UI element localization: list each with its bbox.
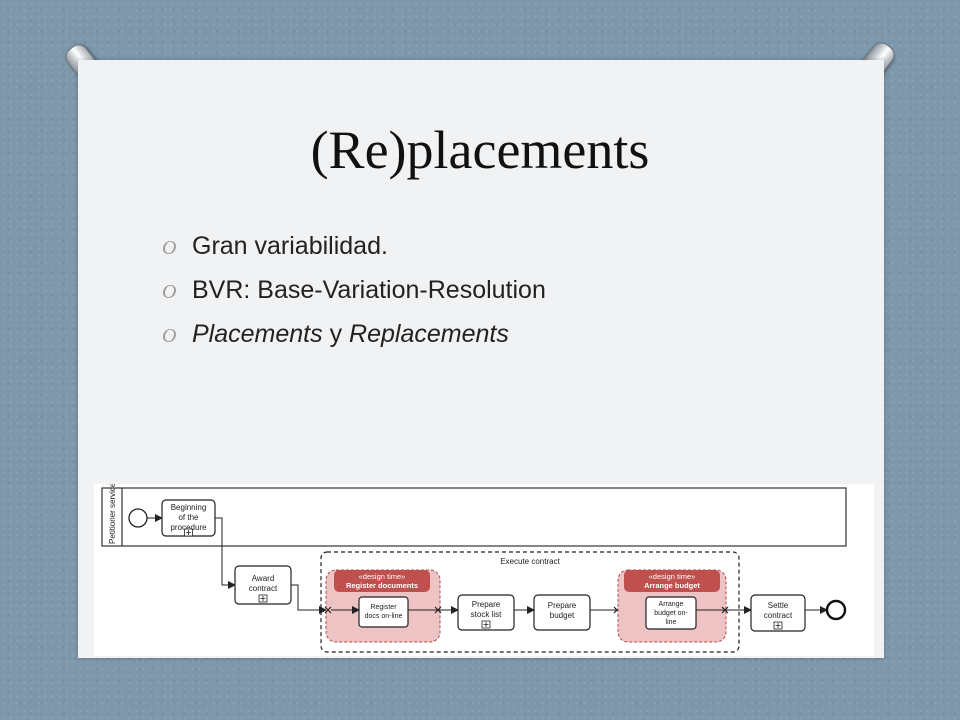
end-event-icon: [825, 599, 847, 621]
bpmn-svg: Petitioner service Beginning of the proc…: [101, 484, 847, 653]
subprocess-execute-contract: [320, 551, 740, 653]
task-label: of the: [178, 513, 199, 522]
bullet-item: O Gran variabilidad.: [162, 230, 546, 274]
task-label: Prepare: [548, 601, 577, 610]
slide-title: (Re)placements: [310, 120, 650, 180]
task-settle-contract: [750, 594, 806, 632]
design-title: Arrange budget: [644, 581, 700, 590]
exclusive-x-icon: [324, 606, 332, 614]
task-prepare-stock-list: [457, 594, 515, 631]
bullet-item: O BVR: Base-Variation-Resolution: [162, 274, 546, 318]
bullet-text-connector: y: [322, 320, 350, 348]
bullet-item: O Placements y Replacements: [162, 318, 546, 362]
task-label: line: [666, 619, 677, 626]
subprocess-label: Execute contract: [500, 557, 560, 566]
design-header-arrange: [624, 570, 720, 592]
task-label: budget: [550, 611, 575, 620]
task-label: Prepare: [472, 600, 501, 609]
bullet-list: O Gran variabilidad. O BVR: Base-Variation…: [162, 230, 546, 362]
task-label: Award: [252, 574, 275, 583]
task-label: Settle: [768, 601, 789, 610]
exclusive-x-icon: [434, 606, 442, 614]
bullet-marker: O: [162, 325, 177, 347]
design-stereotype: «design time»: [649, 572, 696, 581]
start-event-icon: [128, 508, 148, 528]
design-stereotype: «design time»: [359, 572, 406, 581]
task-prepare-budget: [533, 594, 591, 631]
bullet-text-replacements: Replacements: [349, 320, 509, 348]
design-title: Register documents: [346, 581, 418, 590]
bullet-marker: O: [162, 281, 177, 303]
lane-pool: [101, 487, 847, 547]
exclusive-x-icon: [721, 606, 729, 614]
task-label: docs on-line: [365, 613, 403, 620]
bullet-text-placements: Placements: [192, 320, 323, 348]
task-label: stock list: [471, 610, 502, 619]
bullet-text: BVR: Base-Variation-Resolution: [192, 276, 546, 304]
task-register-docs: [358, 596, 409, 628]
design-header-register: [334, 570, 430, 592]
task-label: Register: [370, 604, 397, 611]
task-label: Arrange: [659, 601, 684, 608]
task-label: procedure: [170, 523, 207, 532]
task-label: Beginning: [171, 503, 207, 512]
task-label: contract: [764, 611, 793, 620]
task-arrange-budget: [645, 596, 697, 630]
task-label: contract: [249, 584, 278, 593]
bpmn-diagram: Petitioner service Beginning of the proc…: [94, 484, 874, 656]
bullet-marker: O: [162, 237, 177, 259]
lane-label: Petitioner service: [108, 484, 117, 544]
task-label: budget on-: [654, 610, 688, 617]
bullet-text: Gran variabilidad.: [192, 232, 388, 260]
